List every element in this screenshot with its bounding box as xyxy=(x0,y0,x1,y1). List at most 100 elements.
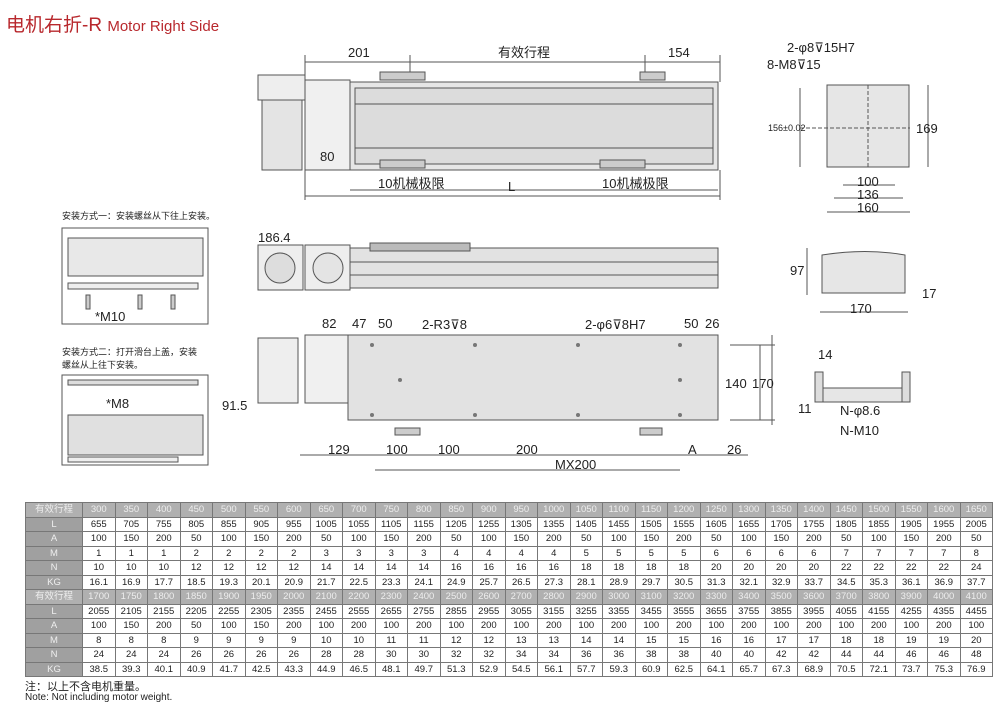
row-label: 有效行程 xyxy=(25,589,83,605)
table-cell: 1105 xyxy=(374,516,408,532)
table-cell: 2655 xyxy=(374,603,408,619)
table-cell: 1700 xyxy=(82,589,116,605)
table-cell: 2000 xyxy=(277,589,311,605)
table-cell: 50 xyxy=(309,531,343,547)
table-cell: 1755 xyxy=(797,516,831,532)
table-cell: 1000 xyxy=(537,502,571,518)
table-cell: 3955 xyxy=(797,603,831,619)
table-cell: 51.3 xyxy=(439,661,473,677)
table-cell: 24 xyxy=(147,647,181,663)
table-cell: 30 xyxy=(407,647,441,663)
table-cell: 6 xyxy=(797,545,831,561)
table-cell: 4100 xyxy=(959,589,993,605)
screw-m8-label: *M8 xyxy=(106,396,130,411)
table-cell: 44.9 xyxy=(309,661,343,677)
table-cell: 10 xyxy=(342,632,376,648)
table-cell: 100 xyxy=(82,531,116,547)
table-cell: 12 xyxy=(212,560,246,576)
table-cell: 100 xyxy=(634,618,668,634)
table-cell: 19 xyxy=(894,632,928,648)
table-cell: 13 xyxy=(537,632,571,648)
table-cell: 14 xyxy=(569,632,603,648)
table-cell: 44 xyxy=(829,647,863,663)
table-cell: 3 xyxy=(342,545,376,561)
table-cell: 2105 xyxy=(114,603,148,619)
table-cell: 200 xyxy=(862,618,896,634)
table-cell: 50 xyxy=(569,531,603,547)
dim-154: 154 xyxy=(668,45,690,60)
table-cell: 28.1 xyxy=(569,574,603,590)
table-cell: 22 xyxy=(927,560,961,576)
table-cell: 22 xyxy=(862,560,896,576)
table-cell: 13 xyxy=(504,632,538,648)
table-cell: 1150 xyxy=(634,502,668,518)
dim-stroke: 有效行程 xyxy=(498,45,551,60)
table-cell: 20 xyxy=(959,632,993,648)
table-cell: 15 xyxy=(667,632,701,648)
table-cell: 200 xyxy=(147,618,181,634)
table-cell: 100 xyxy=(504,618,538,634)
table-cell: 16 xyxy=(472,560,506,576)
table-cell: 50 xyxy=(439,531,473,547)
table-cell: 9 xyxy=(277,632,311,648)
table-cell: 4 xyxy=(504,545,538,561)
table-cell: 36 xyxy=(569,647,603,663)
dim-80: 80 xyxy=(320,149,335,164)
thread-m10: N-M10 xyxy=(840,423,880,438)
table-cell: 100 xyxy=(569,618,603,634)
table-cell: 6 xyxy=(699,545,733,561)
table-cell: 36.1 xyxy=(894,574,928,590)
table-cell: 38 xyxy=(634,647,668,663)
table-cell: 855 xyxy=(212,516,246,532)
table-cell: 200 xyxy=(797,531,831,547)
dim-201: 201 xyxy=(348,45,370,60)
table-cell: 48.1 xyxy=(374,661,408,677)
table-cell: 3655 xyxy=(699,603,733,619)
table-cell: 20.9 xyxy=(277,574,311,590)
table-cell: 49.7 xyxy=(407,661,441,677)
table-cell: 755 xyxy=(147,516,181,532)
table-cell: 38 xyxy=(667,647,701,663)
table-cell: 14 xyxy=(342,560,376,576)
table-cell: 56.1 xyxy=(537,661,571,677)
dim-140: 140 xyxy=(725,376,747,391)
table-cell: 2205 xyxy=(179,603,213,619)
install-method-1-drawing xyxy=(61,227,209,325)
table-cell: 5 xyxy=(602,545,636,561)
table-cell: 10 xyxy=(309,632,343,648)
table-cell: 150 xyxy=(764,531,798,547)
dim-26a: 26 xyxy=(705,316,720,331)
dim-50b: 50 xyxy=(684,316,699,331)
table-cell: 4 xyxy=(472,545,506,561)
table-cell: 15 xyxy=(634,632,668,648)
table-cell: 100 xyxy=(439,618,473,634)
table-cell: 24 xyxy=(114,647,148,663)
table-cell: 17 xyxy=(764,632,798,648)
table-cell: 1955 xyxy=(927,516,961,532)
side-view-drawing xyxy=(806,248,908,313)
table-cell: 18 xyxy=(602,560,636,576)
table-cell: 60.9 xyxy=(634,661,668,677)
table-cell: 3400 xyxy=(732,589,766,605)
table-cell: 50 xyxy=(179,531,213,547)
table-cell: 350 xyxy=(114,502,148,518)
table-cell: 8 xyxy=(114,632,148,648)
table-cell: 800 xyxy=(407,502,441,518)
table-cell: 1 xyxy=(114,545,148,561)
table-cell: 75.3 xyxy=(927,661,961,677)
table-cell: 1005 xyxy=(309,516,343,532)
table-cell: 50 xyxy=(699,531,733,547)
table-cell: 24 xyxy=(82,647,116,663)
table-cell: 9 xyxy=(212,632,246,648)
table-cell: 1 xyxy=(82,545,116,561)
table-cell: 200 xyxy=(732,618,766,634)
table-cell: 20 xyxy=(699,560,733,576)
dim-169: 169 xyxy=(916,121,938,136)
table-cell: 150 xyxy=(114,618,148,634)
table-cell: 3500 xyxy=(764,589,798,605)
